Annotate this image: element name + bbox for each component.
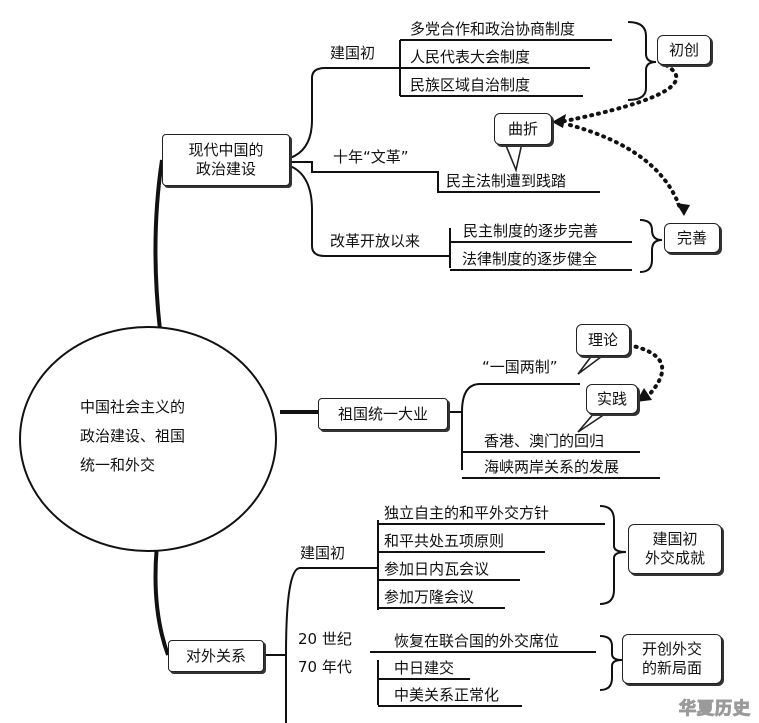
tag-practice: 实践 — [586, 384, 638, 414]
dotted-arrow-curve — [558, 60, 679, 124]
tag-label: 的新局面 — [641, 659, 702, 677]
center-line: 政治建设、祖国 — [80, 427, 186, 445]
item-text: 中美关系正常化 — [394, 686, 500, 704]
item-text: 恢复在联合国的外交席位 — [394, 632, 560, 650]
trunk-to-branch1 — [153, 159, 164, 331]
dotted-arrow-curve — [568, 123, 682, 210]
branch-title: 祖国统一大业 — [337, 404, 428, 423]
tag-label: 实践 — [596, 389, 627, 408]
tag-early-diplomatic-achievements: 建国初 外交成就 — [628, 524, 722, 574]
tag-label: 理论 — [587, 330, 618, 349]
sub-label-founding: 建国初 — [300, 544, 346, 562]
branch-title: 现代中国的 — [188, 141, 264, 159]
item-text: 海峡两岸关系的发展 — [484, 458, 620, 476]
tag-label: 建国初 — [652, 530, 698, 548]
b1-to-sub1 — [289, 67, 390, 159]
sub-label-cultural-revolution: 十年“文革” — [333, 148, 409, 166]
branch-political-construction: 现代中国的 政治建设 — [162, 134, 290, 186]
item-text: 民族区域自治制度 — [410, 76, 531, 94]
tag-label: 外交成就 — [644, 549, 705, 567]
watermark: 华夏历史 — [679, 699, 751, 720]
center-ellipse — [19, 326, 277, 552]
tag-theory: 理论 — [576, 324, 630, 356]
item-text: 参加日内瓦会议 — [384, 560, 490, 578]
sub-label-founding: 建国初 — [330, 44, 376, 62]
sub-label-1970s: 70 年代 — [298, 658, 352, 676]
sub-label-1970s: 20 世纪 — [298, 630, 352, 648]
branch-reunification: 祖国统一大业 — [318, 398, 448, 430]
b1-to-sub2 — [290, 161, 425, 173]
branch-title: 对外关系 — [185, 646, 246, 665]
tag-label: 初创 — [668, 40, 699, 59]
tag-label: 曲折 — [507, 119, 538, 138]
tag-setback: 曲折 — [494, 113, 552, 145]
center-line: 统一和外交 — [80, 456, 156, 474]
tag-initial-creation: 初创 — [657, 35, 711, 65]
item-text: 人民代表大会制度 — [410, 48, 531, 66]
item-text: 独立自主的和平外交方针 — [384, 504, 550, 522]
item-text: 民主制度的逐步完善 — [463, 222, 599, 240]
branch-title: 政治建设 — [195, 160, 256, 178]
item-text: 法律制度的逐步健全 — [462, 250, 598, 268]
sub-label-reform: 改革开放以来 — [330, 232, 421, 250]
item-text: 参加万隆会议 — [384, 588, 475, 606]
item-text: 民主法制遭到践踏 — [446, 172, 567, 190]
item-text: 多党合作和政治协商制度 — [410, 20, 576, 38]
center-line: 中国社会主义的 — [80, 398, 186, 416]
tag-improvement: 完善 — [664, 223, 720, 253]
tag-new-diplomatic-situation: 开创外交 的新局面 — [622, 634, 722, 684]
b1-to-sub3 — [289, 165, 440, 257]
branch-foreign-relations: 对外关系 — [168, 640, 264, 672]
sub-label-one-country-two-systems: “一国两制” — [482, 358, 558, 376]
item-text: 和平共处五项原则 — [384, 532, 505, 550]
center-topic: 中国社会主义的 政治建设、祖国 统一和外交 — [80, 393, 185, 480]
item-text: 香港、澳门的回归 — [484, 432, 605, 450]
tag-label: 完善 — [676, 228, 707, 247]
item-text: 中日建交 — [394, 659, 455, 677]
tag-label: 开创外交 — [641, 640, 702, 658]
